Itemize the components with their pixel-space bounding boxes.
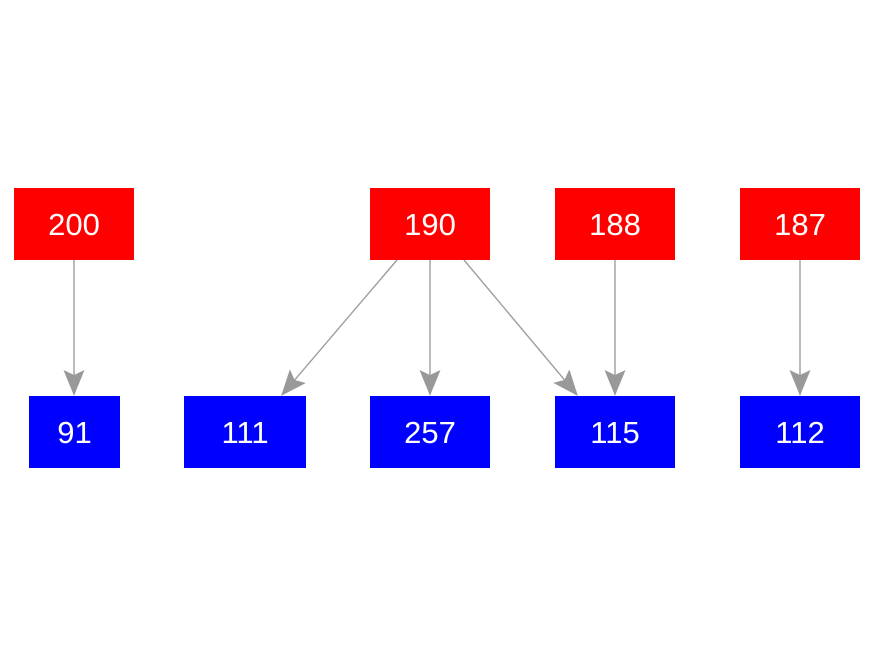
node-label: 190 — [404, 206, 456, 242]
node-label: 91 — [57, 414, 92, 450]
edge-190-257 — [419, 260, 441, 396]
diagram-node-111: 111 — [184, 396, 306, 468]
node-label: 111 — [221, 414, 269, 450]
diagram-node-188: 188 — [555, 188, 675, 260]
diagram-node-257: 257 — [370, 396, 490, 468]
arrowhead-icon — [789, 370, 811, 396]
edge-190-111 — [281, 259, 398, 396]
edge-187-112 — [789, 260, 811, 396]
node-label: 200 — [48, 206, 100, 242]
edge-188-115 — [604, 260, 626, 396]
diagram-node-190: 190 — [370, 188, 490, 260]
arrowhead-icon — [604, 370, 626, 396]
node-label: 112 — [775, 414, 825, 450]
edge-line — [463, 259, 567, 383]
diagram-node-187: 187 — [740, 188, 860, 260]
arrowhead-icon — [63, 370, 85, 396]
node-label: 188 — [589, 206, 641, 242]
edge-line — [292, 259, 398, 383]
edge-200-91 — [63, 260, 85, 396]
edge-190-115 — [463, 259, 578, 396]
diagram-node-200: 200 — [14, 188, 134, 260]
diagram-node-112: 112 — [740, 396, 860, 468]
node-label: 115 — [590, 414, 640, 450]
diagram-node-91: 91 — [29, 396, 120, 468]
node-label: 257 — [404, 414, 456, 450]
diagram-node-115: 115 — [555, 396, 675, 468]
arrowhead-icon — [419, 370, 441, 396]
node-label: 187 — [774, 206, 826, 242]
